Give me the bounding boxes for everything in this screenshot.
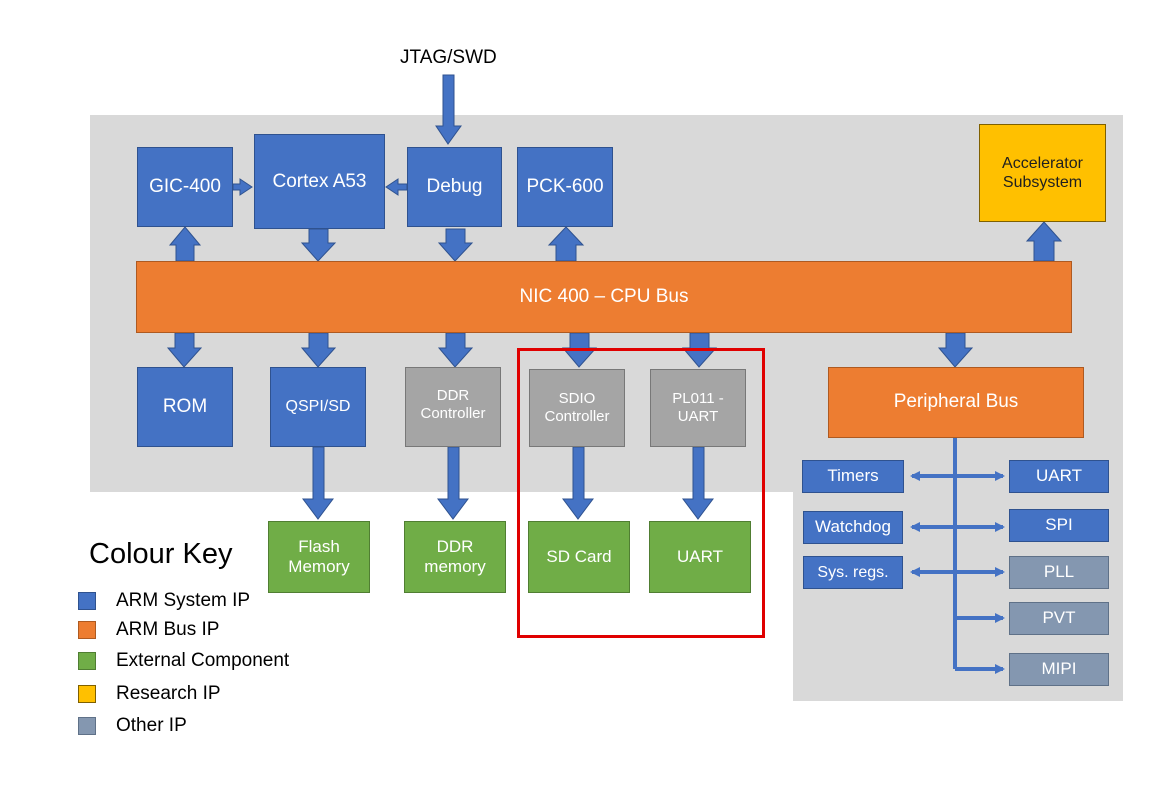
uart-external-label: UART: [677, 546, 723, 566]
watchdog-block[interactable]: Watchdog: [803, 511, 903, 544]
nic-to-pck-arrow: [547, 226, 585, 262]
sd-card-label: SD Card: [546, 546, 612, 566]
jtag-label: JTAG/SWD: [400, 47, 497, 68]
gic-400-label: GIC-400: [149, 175, 221, 197]
flash-memory-block[interactable]: Flash Memory: [268, 521, 370, 593]
arm-system-swatch: [78, 592, 96, 610]
cortex-to-nic-arrow: [300, 228, 337, 262]
qspi-sd-block[interactable]: QSPI/SD: [270, 367, 366, 447]
debug-block[interactable]: Debug: [407, 147, 502, 227]
arm-bus-swatch: [78, 621, 96, 639]
accelerator-subsystem-label: Accelerator Subsystem: [1002, 154, 1083, 191]
timers-label: Timers: [827, 466, 879, 486]
nic-to-rom-arrow: [166, 332, 203, 368]
rom-label: ROM: [162, 395, 208, 417]
spi-label: SPI: [1045, 515, 1073, 535]
pck-600-block[interactable]: PCK-600: [517, 147, 613, 227]
pl011-uart-block[interactable]: PL011 - UART: [650, 369, 746, 447]
sdio-controller-label: SDIO Controller: [544, 390, 610, 425]
debug-to-nic-arrow: [437, 228, 474, 262]
watchdog-label: Watchdog: [815, 517, 891, 537]
gic-400-block[interactable]: GIC-400: [137, 147, 233, 227]
mipi-block[interactable]: MIPI: [1009, 653, 1109, 686]
pvt-block[interactable]: PVT: [1009, 602, 1109, 635]
gic-to-cortex-arrow: [232, 178, 253, 196]
rom-block[interactable]: ROM: [137, 367, 233, 447]
debug-label: Debug: [426, 175, 483, 197]
uart-peripheral-label: UART: [1036, 466, 1082, 486]
flash-memory-label: Flash Memory: [288, 536, 350, 576]
pll-label: PLL: [1043, 562, 1075, 582]
external-swatch: [78, 652, 96, 670]
pck-600-label: PCK-600: [526, 175, 604, 197]
ddr-controller-block[interactable]: DDR Controller: [405, 367, 501, 447]
sd-card-block[interactable]: SD Card: [528, 521, 630, 593]
cortex-a53-label: Cortex A53: [272, 171, 367, 192]
nic-to-peripheral-bus-arrow: [937, 332, 974, 368]
jtag-arrow: [435, 74, 462, 145]
nic-to-ddr-controller-arrow: [437, 332, 474, 368]
peripheral-bus-label: Peripheral Bus: [893, 391, 1019, 413]
nic-to-qspi-arrow: [300, 332, 337, 368]
qspi-sd-label: QSPI/SD: [285, 398, 351, 416]
sdio-controller-block[interactable]: SDIO Controller: [529, 369, 625, 447]
timers-block[interactable]: Timers: [802, 460, 904, 493]
debug-to-cortex-arrow: [385, 178, 408, 196]
sd-uart-highlight: [517, 348, 765, 638]
research-swatch: [78, 685, 96, 703]
nic-to-gic-arrow: [168, 226, 202, 262]
key-label: Research IP: [116, 683, 221, 704]
colour-key-title: Colour Key: [89, 538, 233, 570]
uart-peripheral-block[interactable]: UART: [1009, 460, 1109, 493]
accelerator-subsystem-block[interactable]: Accelerator Subsystem: [979, 124, 1106, 222]
pl011-to-uart-arrow: [682, 446, 714, 520]
ddr-to-memory-arrow: [437, 446, 469, 520]
spi-block[interactable]: SPI: [1009, 509, 1109, 542]
pvt-label: PVT: [1042, 608, 1076, 628]
key-label: ARM Bus IP: [116, 619, 220, 640]
key-item-research-ip: Research IP: [78, 683, 221, 705]
qspi-to-flash-arrow: [302, 446, 334, 520]
mipi-label: MIPI: [1041, 659, 1077, 679]
uart-external-block[interactable]: UART: [649, 521, 751, 593]
peripheral-bus-block[interactable]: Peripheral Bus: [828, 367, 1084, 438]
key-item-arm-system-ip: ARM System IP: [78, 590, 250, 612]
sdio-to-sdcard-arrow: [562, 446, 594, 520]
key-label: ARM System IP: [116, 590, 251, 611]
key-item-external-component: External Component: [78, 650, 289, 672]
pl011-uart-label: PL011 - UART: [672, 390, 724, 425]
cortex-a53-block[interactable]: Cortex A53: [254, 134, 385, 229]
ddr-memory-block[interactable]: DDR memory: [404, 521, 506, 593]
nic-400-bus[interactable]: NIC 400 – CPU Bus: [136, 261, 1072, 333]
sys-regs-block[interactable]: Sys. regs.: [803, 556, 903, 589]
other-swatch: [78, 717, 96, 735]
pll-block[interactable]: PLL: [1009, 556, 1109, 589]
key-item-arm-bus-ip: ARM Bus IP: [78, 619, 219, 641]
nic-400-label: NIC 400 – CPU Bus: [519, 285, 689, 307]
ddr-memory-label: DDR memory: [424, 536, 486, 576]
key-label: Other IP: [116, 715, 187, 736]
key-item-other-ip: Other IP: [78, 715, 187, 737]
key-label: External Component: [116, 650, 290, 671]
nic-to-accelerator-arrow: [1025, 221, 1063, 262]
ddr-controller-label: DDR Controller: [420, 387, 486, 422]
sys-regs-label: Sys. regs.: [817, 563, 889, 581]
